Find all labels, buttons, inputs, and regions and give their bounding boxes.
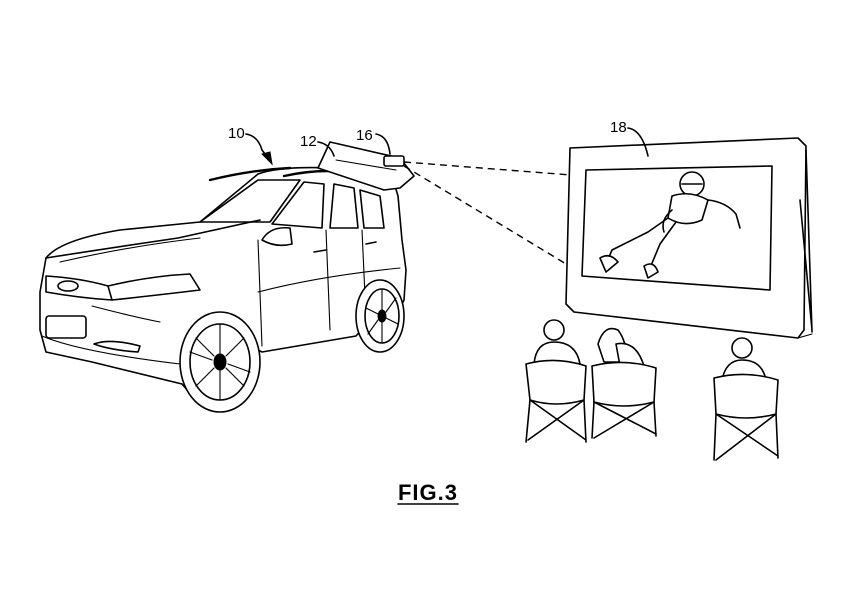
label-vehicle: 10	[228, 125, 245, 142]
vehicle	[39, 141, 415, 413]
football-player-image	[599, 171, 741, 279]
audience	[525, 319, 779, 461]
label-projector: 16	[356, 127, 373, 144]
reference-labels: 10 12 16 18	[228, 119, 649, 166]
label-liftgate: 12	[300, 133, 317, 150]
figure-caption: FIG.3	[398, 480, 458, 505]
projection-screen	[565, 137, 813, 339]
label-screen: 18	[610, 119, 627, 136]
projection-beam	[403, 161, 587, 277]
